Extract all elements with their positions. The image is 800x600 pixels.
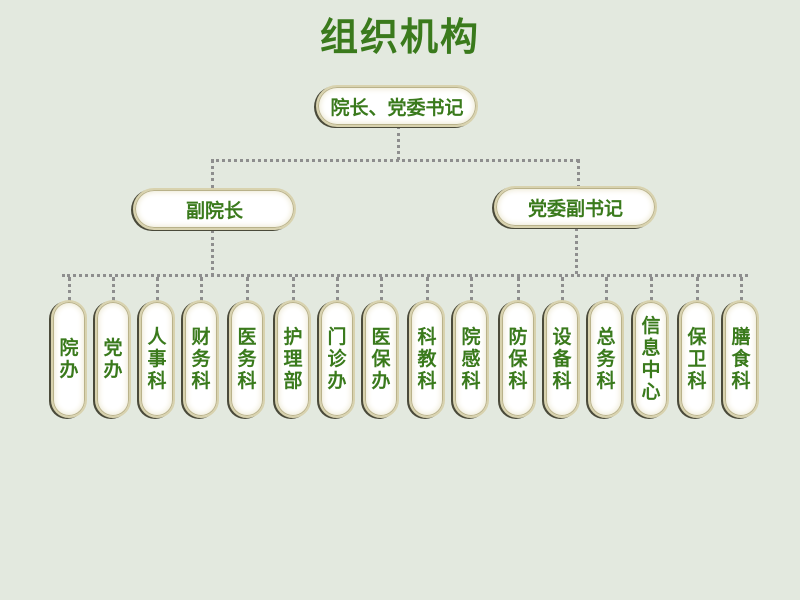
connector <box>68 277 71 301</box>
department-label: 医务科 <box>237 326 257 392</box>
department-node: 设备科 <box>544 300 580 418</box>
connector <box>575 228 578 274</box>
connector <box>561 277 564 301</box>
node-vice-president: 副院长 <box>133 188 296 230</box>
connector <box>112 277 115 301</box>
department-node: 财务科 <box>183 300 219 418</box>
connector <box>336 277 339 301</box>
department-node: 总务科 <box>588 300 624 418</box>
connector <box>62 274 748 277</box>
department-label: 膳食科 <box>731 326 751 392</box>
department-label: 防保科 <box>508 326 528 392</box>
department-node: 医保办 <box>363 300 399 418</box>
connector <box>426 277 429 301</box>
connector <box>696 277 699 301</box>
node-label: 院长、党委书记 <box>330 96 464 119</box>
connector <box>200 277 203 301</box>
page-title: 组织机构 <box>319 15 480 59</box>
connector <box>211 159 214 189</box>
connector <box>211 230 214 276</box>
node-label: 党委副书记 <box>527 197 623 220</box>
connector <box>740 277 743 301</box>
node-label: 副院长 <box>185 199 243 222</box>
department-node: 人事科 <box>139 300 175 418</box>
connector <box>292 277 295 301</box>
department-label: 门诊办 <box>327 326 347 392</box>
department-node: 医务科 <box>229 300 265 418</box>
department-label: 医保办 <box>371 326 391 392</box>
connector <box>156 277 159 301</box>
department-node: 院办 <box>51 300 87 418</box>
connector <box>650 277 653 301</box>
node-president: 院长、党委书记 <box>316 85 478 127</box>
connector <box>246 277 249 301</box>
department-label: 保卫科 <box>687 326 707 392</box>
department-label: 院办 <box>59 337 79 381</box>
department-label: 护理部 <box>283 326 303 392</box>
connector <box>211 159 579 162</box>
department-label: 设备科 <box>552 326 572 392</box>
department-label: 党办 <box>103 337 123 381</box>
department-node: 党办 <box>95 300 131 418</box>
connector <box>577 159 580 189</box>
department-label: 科教科 <box>417 326 437 392</box>
node-deputy-party-secretary: 党委副书记 <box>494 186 657 228</box>
department-node: 科教科 <box>409 300 445 418</box>
department-node: 门诊办 <box>319 300 355 418</box>
department-label: 信息中心 <box>641 315 661 403</box>
connector <box>380 277 383 301</box>
department-label: 总务科 <box>596 326 616 392</box>
department-node: 防保科 <box>500 300 536 418</box>
connector <box>605 277 608 301</box>
department-node: 院感科 <box>453 300 489 418</box>
department-node: 护理部 <box>275 300 311 418</box>
department-node: 保卫科 <box>679 300 715 418</box>
department-label: 院感科 <box>461 326 481 392</box>
department-label: 财务科 <box>191 326 211 392</box>
connector <box>397 126 400 160</box>
department-label: 人事科 <box>147 326 167 392</box>
department-node: 信息中心 <box>633 300 669 418</box>
connector <box>517 277 520 301</box>
connector <box>470 277 473 301</box>
department-node: 膳食科 <box>723 300 759 418</box>
